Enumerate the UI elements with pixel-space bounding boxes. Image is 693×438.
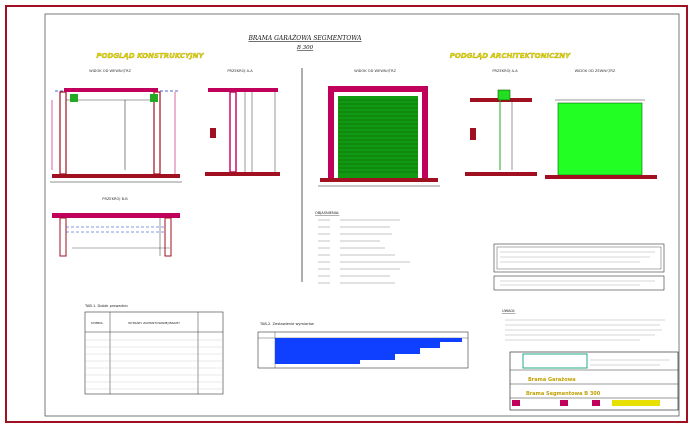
arch-inside-view: [318, 86, 440, 187]
con-sectionB-view: [52, 213, 180, 257]
drawing-title: BRAMA GARAŻOWA SEGMENTOWA: [248, 35, 363, 42]
info-box-2: [493, 275, 665, 291]
title-block: Brama Garażowa Brama Segmentowa B 300: [509, 351, 679, 411]
legend-rows: [318, 219, 410, 284]
inner-border: [44, 13, 680, 417]
arch-outside-label: WIDOK OD ZEWNĄTRZ: [575, 69, 616, 73]
notes-title: UWAGI:: [502, 309, 515, 313]
con-sectionB-label: PRZEKRÓJ B-B: [102, 196, 128, 201]
left-table-title: TAB.1. Dobór prowadnic: [84, 304, 128, 308]
left-table-col2: WYMIARY ZAMONTOWANEJ BRAMY: [128, 321, 180, 325]
con-front-label: WIDOK OD WEWNĄTRZ: [89, 69, 131, 73]
mid-table: [257, 331, 469, 369]
mid-table-fill: [275, 338, 462, 364]
info-box-1-inner: [496, 246, 662, 270]
arch-outside-view: [545, 99, 657, 179]
arch-inside-label: WIDOK OD WEWNĄTRZ: [354, 69, 396, 73]
con-sectionA-view: [205, 88, 280, 176]
titleblock-project: Brama Garażowa: [528, 377, 576, 383]
con-sectionA-label: PRZEKRÓJ A-A: [227, 68, 253, 73]
construction-section-title: PODGLĄD KONSTRUKCYJNY: [96, 52, 204, 60]
left-table-col1: SYMBOL: [91, 321, 104, 325]
architecture-section-title: PODGLĄD ARCHITEKTONICZNY: [450, 52, 571, 60]
arch-sectionA-label: PRZEKRÓJ A-A: [492, 68, 518, 73]
info-box-1: [493, 243, 665, 273]
left-table: SYMBOL WYMIARY ZAMONTOWANEJ BRAMY: [84, 311, 224, 395]
con-front-view: [50, 88, 182, 183]
titleblock-drawing: Brama Segmentowa B 300: [526, 391, 601, 397]
legend-title: OBJAŚNIENIA:: [315, 210, 339, 215]
mid-table-title: TAB.2. Zestawienie wymiarów: [259, 322, 314, 326]
drawing-subtitle: B 300: [296, 45, 314, 51]
arch-sectionA-view: [465, 89, 537, 176]
